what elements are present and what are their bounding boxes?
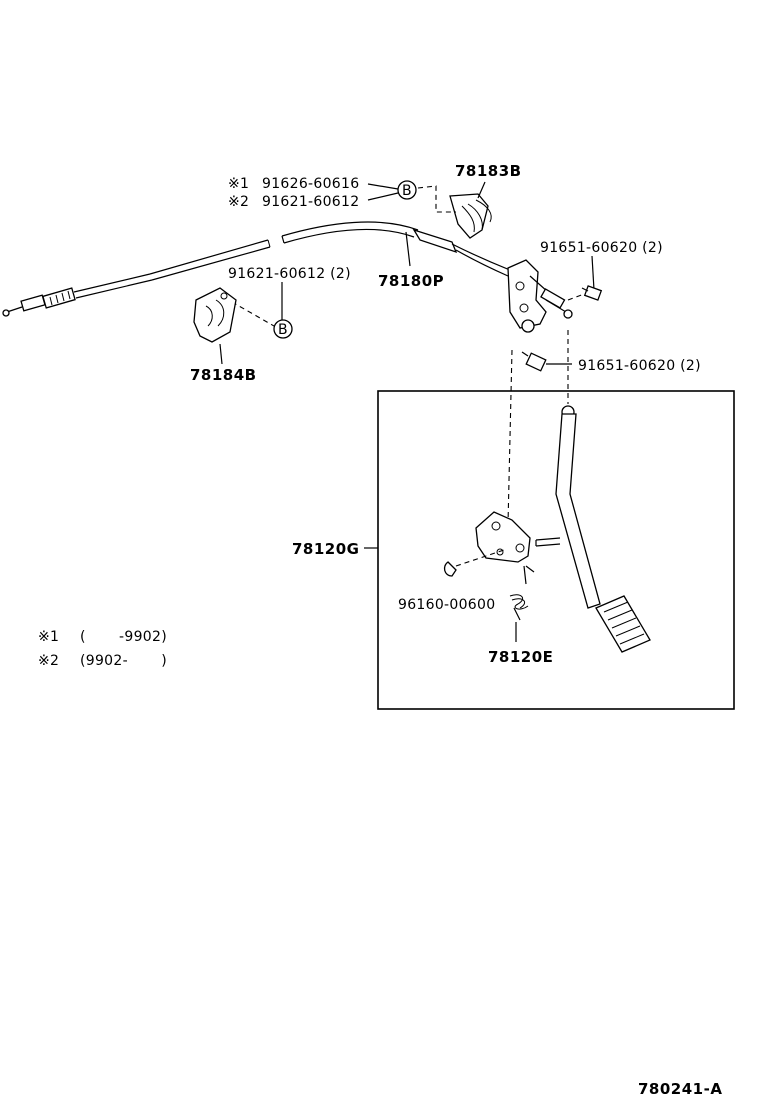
legend-range-1: ( -9902) bbox=[80, 629, 167, 645]
label-78120E: 78120E bbox=[488, 648, 553, 666]
accelerator-pedal bbox=[555, 405, 651, 653]
clamp-b-marker-left bbox=[273, 319, 293, 339]
e-clip-96160 bbox=[443, 561, 457, 577]
label-78183B: 78183B bbox=[455, 162, 522, 180]
label-91621-60612: 91621-60612 bbox=[262, 194, 359, 210]
pedal-assembly-frame bbox=[377, 390, 735, 710]
bolt-91651-mid bbox=[521, 351, 547, 372]
legend: ※1 ( -9902) ※2 (9902- ) bbox=[38, 629, 167, 669]
bolt-91651-top bbox=[581, 285, 603, 301]
clamp-b-marker-top bbox=[397, 180, 417, 200]
accelerator-cable bbox=[2, 221, 511, 317]
label-78180P: 78180P bbox=[378, 272, 444, 290]
cable-bracket-assembly bbox=[507, 259, 573, 333]
clamp-b-letter-left: B bbox=[278, 322, 288, 338]
label-91626-60616: 91626-60616 bbox=[262, 176, 359, 192]
figure-code: 780241-A bbox=[638, 1080, 722, 1098]
label-91651-60620-top: 91651-60620 (2) bbox=[540, 240, 663, 256]
pedal-bracket bbox=[475, 511, 531, 563]
label-96160-00600: 96160-00600 bbox=[398, 597, 495, 613]
spring-78120E bbox=[509, 565, 535, 621]
label-78184B: 78184B bbox=[190, 366, 257, 384]
mark-2: ※2 bbox=[228, 194, 249, 210]
clamp-b-letter-top: B bbox=[402, 183, 412, 199]
bracket-78184B bbox=[193, 287, 237, 343]
label-78120G: 78120G bbox=[292, 540, 360, 558]
legend-range-2: (9902- ) bbox=[80, 653, 167, 669]
clip-78183B bbox=[449, 181, 492, 239]
label-91651-60620-mid: 91651-60620 (2) bbox=[578, 358, 701, 374]
legend-mark-1: ※1 bbox=[38, 629, 59, 645]
legend-mark-2: ※2 bbox=[38, 653, 59, 669]
mark-1: ※1 bbox=[228, 176, 249, 192]
label-91621-60612-left: 91621-60612 (2) bbox=[228, 266, 351, 282]
